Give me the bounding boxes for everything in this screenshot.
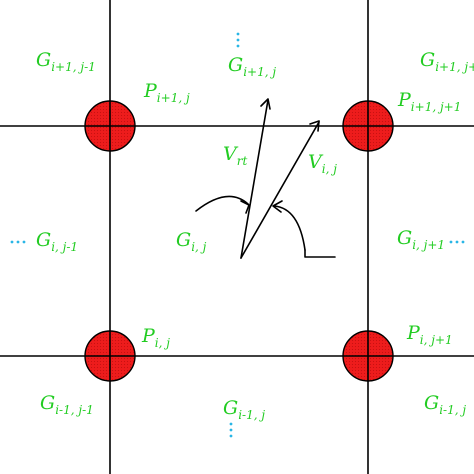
label-p-top-right: Pi+1, j+1 — [397, 89, 461, 114]
continuation-dots-top — [236, 32, 240, 48]
label-p-bottom-left: Pi, j — [141, 325, 170, 350]
label-g-middle-right: Gi, j+1 — [397, 227, 445, 252]
label-g-top-left: Gi+1, j-1 — [36, 49, 96, 74]
vector-vrt-arrow — [240, 98, 271, 259]
angle-arc-right — [272, 200, 306, 251]
reference-axis — [304, 249, 336, 258]
label-g-top-right: Gi+1, j+ — [420, 49, 474, 74]
node-bottom-left — [84, 330, 136, 382]
vector-vij-arrow — [240, 120, 320, 259]
label-g-bottom-left: Gi-1, j-1 — [40, 392, 94, 417]
label-v-rt: Vrt — [223, 143, 247, 168]
angle-arc-left — [195, 195, 250, 214]
node-bottom-right — [342, 330, 394, 382]
label-v-ij: Vi, j — [308, 151, 337, 176]
label-g-bottom-right: Gi-1, j — [424, 392, 466, 417]
continuation-dots-left — [10, 240, 26, 244]
label-g-center: Gi, j — [176, 229, 207, 254]
label-p-bottom-right: Pi, j+1 — [406, 322, 453, 347]
continuation-dots-bottom — [229, 422, 233, 438]
continuation-dots-right — [449, 240, 465, 244]
node-top-left — [84, 100, 136, 152]
label-g-top-center: Gi+1, j — [228, 54, 276, 79]
label-g-middle-left: Gi, j-1 — [36, 229, 78, 254]
label-g-bottom-center: Gi-1, j — [223, 397, 265, 422]
node-top-right — [342, 100, 394, 152]
label-p-top-left: Pi+1, j — [143, 80, 190, 105]
